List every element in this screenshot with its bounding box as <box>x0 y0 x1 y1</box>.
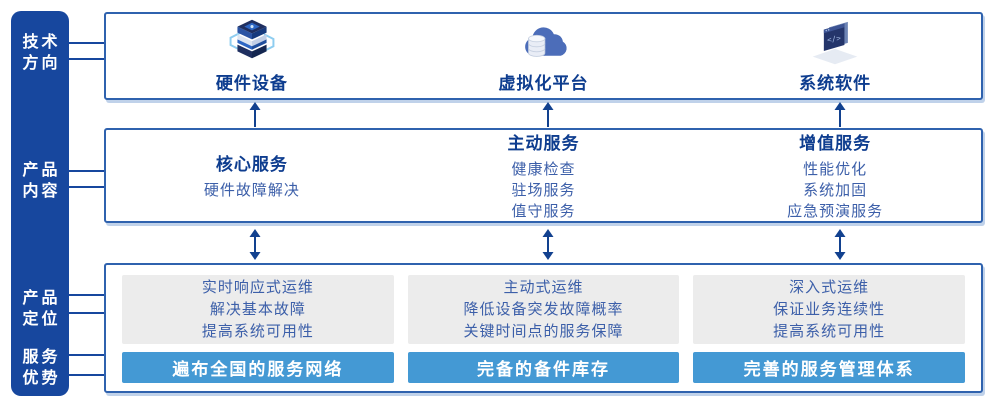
positioning-column-proactive: 主动式运维 降低设备突发故障概率 关键时间点的服务保障 完备的备件库存 <box>407 275 680 383</box>
sidebar-label-line: 产品 <box>22 290 61 307</box>
positioning-line: 关键时间点的服务保障 <box>463 322 624 340</box>
product-content-box: 核心服务 硬件故障解决 主动服务 健康检查 驻场服务 值守服务 增值服务 性能优… <box>104 128 983 223</box>
positioning-line: 提高系统可用性 <box>773 322 886 340</box>
connector-line <box>69 186 106 188</box>
double-arrow <box>249 229 261 260</box>
advantage-bar: 完善的服务管理体系 <box>693 352 966 383</box>
service-title: 增值服务 <box>799 134 872 153</box>
tech-cell-virtualization: 虚拟化平台 <box>398 14 690 98</box>
connector-line <box>69 42 106 44</box>
positioning-column-deep: 深入式运维 保证业务连续性 提高系统可用性 完善的服务管理体系 <box>693 275 966 383</box>
sidebar-label-line: 技术 <box>22 34 61 51</box>
sidebar-label-line: 产品 <box>22 162 61 179</box>
service-item: 系统加固 <box>803 182 868 199</box>
double-arrow <box>542 229 554 260</box>
positioning-card: 深入式运维 保证业务连续性 提高系统可用性 <box>693 275 966 344</box>
positioning-line: 主动式运维 <box>503 278 584 296</box>
positioning-card: 实时响应式运维 解决基本故障 提高系统可用性 <box>122 275 394 344</box>
service-item: 应急预演服务 <box>787 203 884 220</box>
double-arrow <box>834 229 846 260</box>
positioning-line: 深入式运维 <box>789 278 870 296</box>
service-item: 硬件故障解决 <box>203 182 300 199</box>
sidebar-label-line: 服务 <box>22 349 61 366</box>
tech-label: 虚拟化平台 <box>498 74 589 93</box>
sidebar-label-product-content: 产品 内容 <box>11 160 69 202</box>
sidebar-label-service-advantage: 服务 优势 <box>11 347 69 389</box>
cloud-database-icon <box>524 27 567 57</box>
sidebar-label-product-positioning: 产品 定位 <box>11 288 69 330</box>
tech-direction-box: 硬件设备 虚拟化平台 </> <box>104 12 983 100</box>
service-column-proactive: 主动服务 健康检查 驻场服务 值守服务 <box>398 130 690 221</box>
tech-cell-system-software: </> 系统软件 <box>689 14 981 98</box>
service-title: 核心服务 <box>215 155 288 174</box>
service-item: 性能优化 <box>803 161 868 178</box>
tech-label: 系统软件 <box>799 74 872 93</box>
up-arrow <box>834 102 846 127</box>
positioning-line: 降低设备突发故障概率 <box>463 300 624 318</box>
sidebar-label-line: 优势 <box>22 370 61 387</box>
up-arrow <box>542 102 554 127</box>
sidebar-label-tech-direction: 技术 方向 <box>11 32 69 74</box>
svg-text:</>: </> <box>827 33 843 44</box>
sidebar-label-line: 方向 <box>22 55 61 72</box>
service-title: 主动服务 <box>507 134 580 153</box>
positioning-column-realtime: 实时响应式运维 解决基本故障 提高系统可用性 遍布全国的服务网络 <box>122 275 394 383</box>
service-column-core: 核心服务 硬件故障解决 <box>106 130 398 221</box>
connector-line <box>69 374 106 376</box>
connector-line <box>69 58 106 60</box>
advantage-bar: 遍布全国的服务网络 <box>122 352 394 383</box>
service-item: 健康检查 <box>511 161 576 178</box>
code-window-icon: </> <box>812 21 858 65</box>
tech-label: 硬件设备 <box>215 74 288 93</box>
service-item: 驻场服务 <box>511 182 576 199</box>
advantage-bar: 完备的备件库存 <box>407 352 680 383</box>
positioning-card: 主动式运维 降低设备突发故障概率 关键时间点的服务保障 <box>407 275 680 344</box>
service-item: 值守服务 <box>511 203 576 220</box>
positioning-line: 解决基本故障 <box>209 300 306 318</box>
sidebar-label-line: 内容 <box>22 183 61 200</box>
category-sidebar: 技术 方向 产品 内容 产品 定位 服务 优势 <box>11 11 69 396</box>
positioning-line: 实时响应式运维 <box>201 278 314 296</box>
service-column-value-added: 增值服务 性能优化 系统加固 应急预演服务 <box>689 130 981 221</box>
sidebar-label-line: 定位 <box>22 311 61 328</box>
positioning-line: 保证业务连续性 <box>773 300 886 318</box>
connector-line <box>69 294 106 296</box>
connector-line <box>69 170 106 172</box>
connector-line <box>69 312 106 314</box>
connector-line <box>69 354 106 356</box>
tech-cell-hardware: 硬件设备 <box>106 14 398 98</box>
product-positioning-box: 实时响应式运维 解决基本故障 提高系统可用性 遍布全国的服务网络 主动式运维 降… <box>104 263 983 393</box>
server-stack-icon <box>229 19 275 59</box>
positioning-line: 提高系统可用性 <box>201 322 314 340</box>
up-arrow <box>249 102 261 127</box>
